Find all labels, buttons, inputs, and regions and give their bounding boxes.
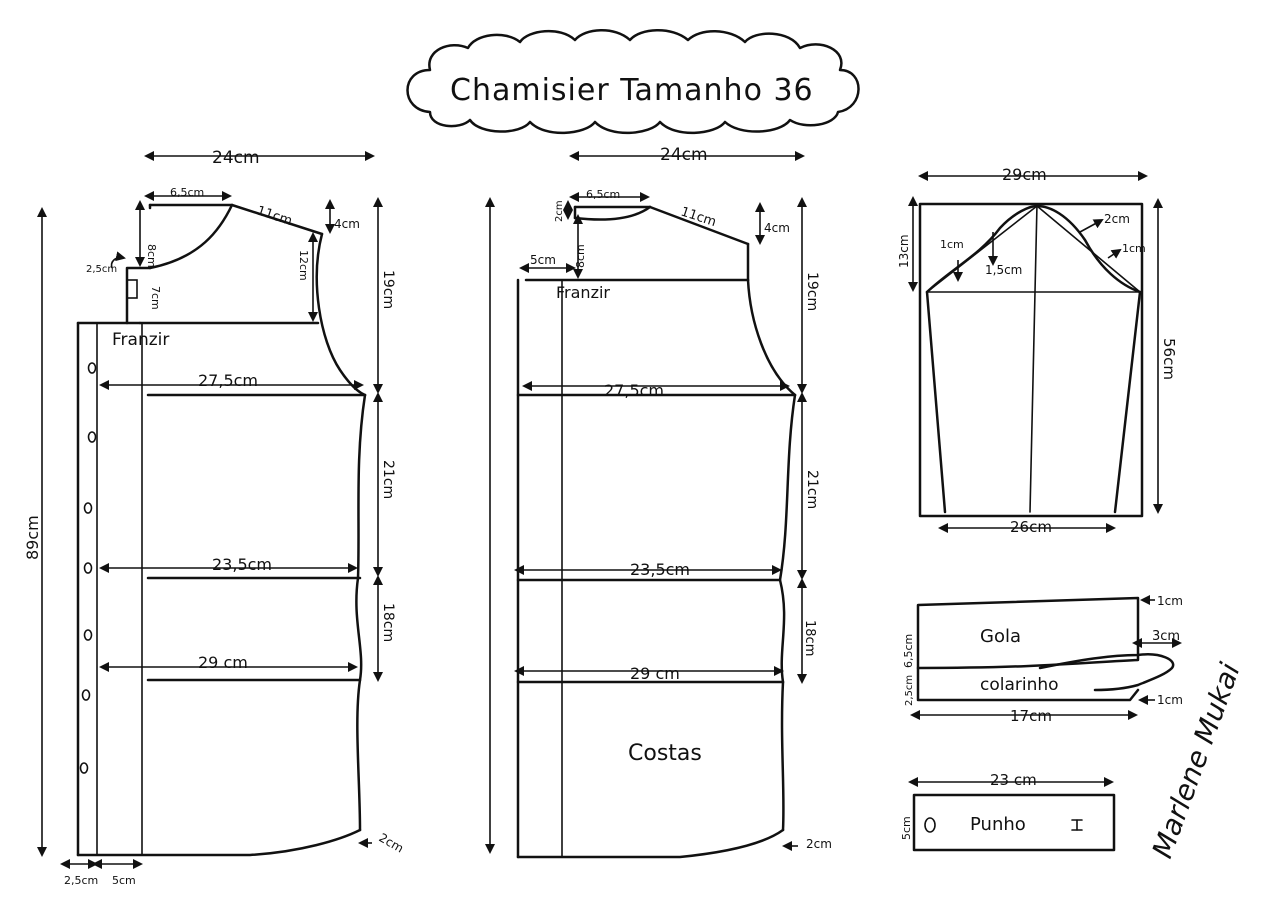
back-width-top-label: 24cm bbox=[660, 145, 708, 165]
back-hem bbox=[516, 828, 785, 859]
front-bust-label: 27,5cm bbox=[198, 371, 258, 390]
sleeve-c2-label: 1,5cm bbox=[985, 263, 1022, 277]
collar-gola-h-label: 6,5cm bbox=[902, 634, 915, 668]
front-hem bbox=[76, 828, 362, 857]
back-neck-label: 6,5cm bbox=[586, 188, 620, 201]
back-waist-h-label: 21cm bbox=[804, 470, 820, 509]
collar-tab-label: 3cm bbox=[1152, 629, 1180, 644]
front-collar-step-label: 2,5cm bbox=[86, 264, 117, 275]
front-shoulder-drop-label: 4cm bbox=[334, 217, 360, 231]
back-yoke-step-label: 5cm bbox=[530, 253, 556, 267]
front-armhole bbox=[315, 232, 367, 397]
button-icon bbox=[87, 362, 97, 374]
sleeve-cap bbox=[925, 204, 1142, 294]
button-mark-icon bbox=[1071, 819, 1083, 831]
collar-top-label: 1cm bbox=[1157, 594, 1183, 608]
page-title: Chamisier Tamanho 36 bbox=[450, 73, 814, 108]
button-icon bbox=[81, 689, 91, 701]
front-placket-w-label: 2,5cm bbox=[64, 874, 98, 887]
title-cloud: Chamisier Tamanho 36 bbox=[406, 29, 860, 135]
cuff-piece: Punho 23 cm 5cm bbox=[900, 771, 1116, 852]
front-franzir-label: Franzir bbox=[112, 330, 169, 350]
front-armhole-label: 12cm bbox=[297, 250, 310, 281]
back-neckline bbox=[573, 205, 652, 221]
button-icon bbox=[79, 762, 89, 774]
cuff-label: Punho bbox=[970, 814, 1026, 835]
back-hip-label: 29 cm bbox=[630, 664, 680, 683]
sleeve-hem-label: 26cm bbox=[1010, 518, 1052, 536]
front-width-top-label: 24cm bbox=[212, 148, 260, 168]
back-yoke-h-label: 19cm bbox=[804, 272, 820, 311]
back-hip-h-label: 18cm bbox=[802, 620, 817, 656]
back-shoulder-drop-label: 4cm bbox=[764, 221, 790, 235]
signature-text: Marlene Mukai bbox=[1146, 658, 1247, 862]
back-costas-label: Costas bbox=[628, 741, 702, 766]
button-icon bbox=[83, 502, 93, 514]
front-overlap-w-label: 5cm bbox=[112, 874, 136, 887]
back-hem-curve-label: 2cm bbox=[806, 837, 832, 851]
collar-colarinho-h-label: 2,5cm bbox=[904, 675, 915, 706]
buttonhole-icon bbox=[924, 817, 936, 833]
sleeve-width-label: 29cm bbox=[1002, 165, 1047, 184]
back-armhole bbox=[746, 278, 797, 397]
front-neck-depth-label: 8cm bbox=[145, 244, 158, 268]
front-hem-curve-label: 2cm bbox=[377, 830, 406, 855]
front-neck-label: 6,5cm bbox=[170, 186, 204, 199]
collar-bottom-label: 1cm bbox=[1157, 693, 1183, 707]
front-hip-label: 29 cm bbox=[198, 653, 248, 672]
front-neckline bbox=[148, 203, 234, 270]
sleeve-cap-h-label: 13cm bbox=[897, 234, 911, 268]
back-franzir-label: Franzir bbox=[556, 283, 610, 302]
collar-piece: Gola colarinho 1cm 3cm 1cm 6,5cm 2,5cm 1… bbox=[902, 594, 1183, 725]
cuff-height-label: 5cm bbox=[900, 816, 913, 840]
back-piece: Franzir Costas 24cm 6,5cm 11cm 4cm 2cm 5… bbox=[485, 145, 832, 859]
button-icon bbox=[87, 431, 97, 443]
collar-gola-label: Gola bbox=[980, 626, 1021, 647]
front-yoke-h-label: 19cm bbox=[380, 270, 396, 309]
front-buttons bbox=[79, 362, 97, 774]
sleeve-c1-label: 1cm bbox=[940, 238, 964, 251]
front-hip-h-label: 18cm bbox=[380, 603, 396, 642]
sleeve-piece: 29cm 13cm 56cm 26cm 1cm 1,5cm 2cm 1cm bbox=[897, 165, 1178, 536]
sleeve-length-label: 56cm bbox=[1160, 338, 1178, 380]
cuff-width-label: 23 cm bbox=[990, 771, 1037, 789]
back-yoke-depth-label: 8cm bbox=[574, 244, 587, 268]
back-waist-label: 23,5cm bbox=[630, 560, 690, 579]
front-waist-h-label: 21cm bbox=[380, 460, 396, 499]
collar-width-label: 17cm bbox=[1010, 707, 1052, 725]
front-total-label: 89cm bbox=[23, 515, 42, 560]
button-icon bbox=[83, 562, 93, 574]
front-placket-h-label: 7cm bbox=[149, 286, 162, 310]
front-waist-label: 23,5cm bbox=[212, 555, 272, 574]
front-piece: Franzir 24cm 6,5cm 11cm 4cm 8cm 2,5cm 7c… bbox=[23, 148, 406, 887]
signature: Marlene Mukai bbox=[1146, 658, 1247, 862]
button-icon bbox=[83, 629, 93, 641]
front-shoulder-label: 11cm bbox=[255, 204, 294, 230]
back-bust-label: 27,5cm bbox=[604, 381, 664, 400]
collar-colarinho-label: colarinho bbox=[980, 675, 1059, 695]
sleeve-c4-label: 1cm bbox=[1122, 242, 1146, 255]
back-neck-depth-label: 2cm bbox=[554, 200, 565, 222]
sleeve-c3-label: 2cm bbox=[1104, 212, 1130, 226]
